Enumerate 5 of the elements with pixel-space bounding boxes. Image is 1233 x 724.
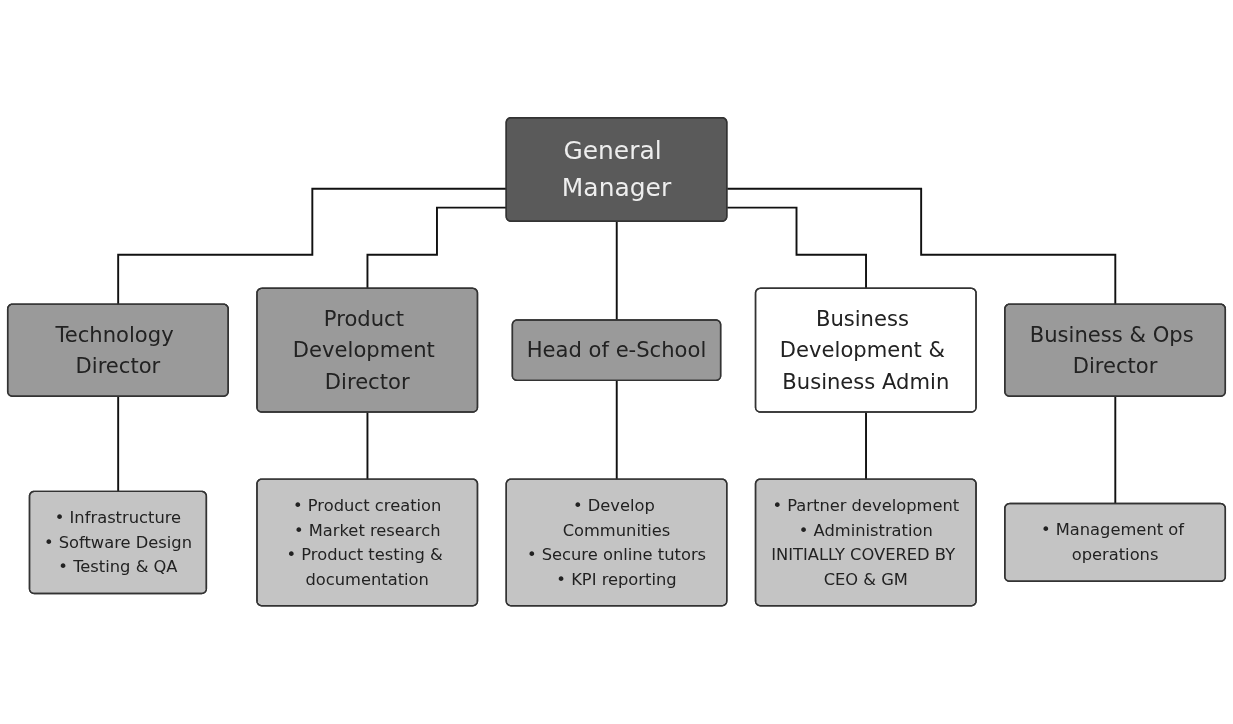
connector (615, 380, 618, 481)
connector (615, 221, 618, 322)
connector (726, 188, 1117, 306)
connector (865, 411, 868, 481)
connector (366, 411, 369, 481)
